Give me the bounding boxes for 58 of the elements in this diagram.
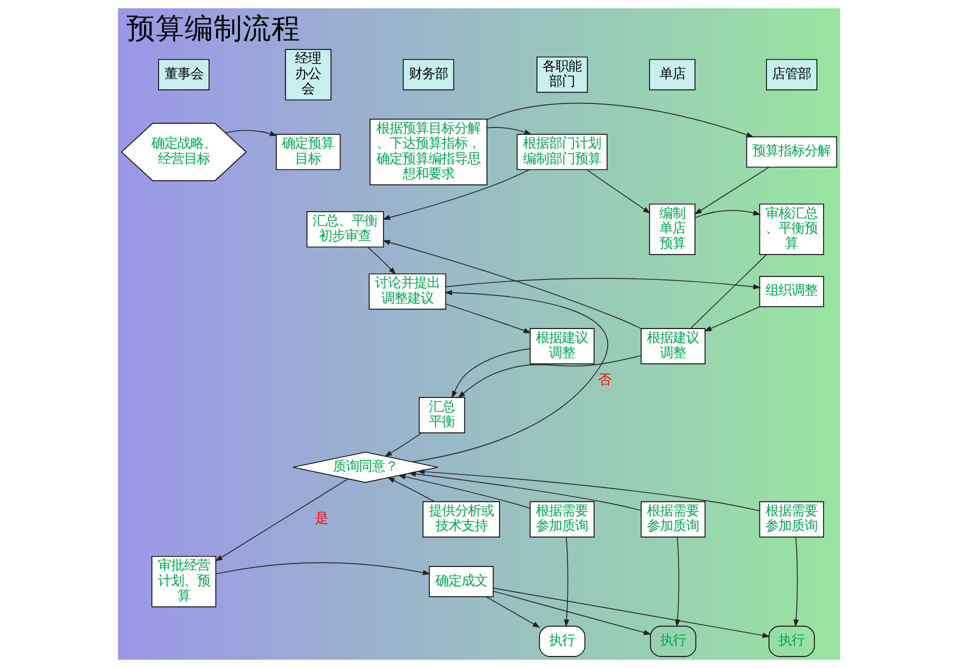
- node-box: 根据建议调整: [530, 328, 595, 364]
- node-box: 确定成文: [428, 566, 494, 598]
- arrow: [486, 596, 540, 628]
- arrow: [367, 246, 396, 275]
- node-box: 单店: [649, 59, 696, 90]
- edge-label: 否: [598, 372, 612, 388]
- node-box: 执行: [650, 626, 696, 657]
- arrow: [214, 478, 348, 562]
- edge-label: 是: [314, 512, 328, 527]
- arrow: [452, 348, 531, 398]
- arrow: [694, 210, 761, 218]
- arrow: [382, 169, 530, 220]
- arrow: [704, 306, 760, 332]
- arrow: [382, 240, 642, 330]
- arrow: [445, 278, 761, 290]
- diagram-title: 预算编制流程: [126, 10, 300, 45]
- arrow: [492, 588, 770, 638]
- node-box: 各职能部门: [536, 56, 588, 93]
- node-box: 审核汇总、平衡预算: [759, 204, 824, 255]
- arrow: [224, 130, 278, 136]
- arrow: [215, 562, 430, 576]
- node-box: 根据部门计划编制部门预算: [516, 134, 608, 170]
- node-box: 确定预算目标: [276, 134, 341, 170]
- node-box: 根据预算目标分解、下达预算指标，确定预算编指导思想和要求: [370, 118, 488, 186]
- arrow: [694, 166, 770, 215]
- arrow: [793, 536, 799, 628]
- arrow: [384, 432, 422, 457]
- node-box: 根据需要参加质询: [759, 501, 824, 538]
- node-box: 组织调整: [759, 276, 824, 308]
- node-box: 店管部: [766, 59, 818, 90]
- node-box: 根据需要参加质询: [530, 501, 595, 538]
- arrow: [387, 477, 435, 502]
- node-box: 提供分析或技术支持: [422, 501, 500, 538]
- node-box: 执行: [539, 626, 586, 657]
- node-box: 财务部: [402, 59, 454, 90]
- node-box: 汇总、平衡初步审查: [306, 211, 384, 248]
- node-box: 汇总平衡: [418, 397, 466, 434]
- node-box: 董事会: [158, 59, 210, 90]
- connector: [690, 254, 767, 329]
- arrow: [458, 355, 642, 398]
- arrow: [493, 590, 652, 636]
- arrow: [412, 290, 608, 462]
- node-box: 预算指标分解: [746, 136, 838, 168]
- node-box: 执行: [768, 626, 815, 657]
- arrow: [486, 126, 532, 135]
- node-box: 根据需要参加质询: [640, 501, 706, 538]
- node-box: 审批经营计划、预算: [151, 556, 216, 608]
- node-box: 讨论并提出调整建议: [368, 273, 446, 310]
- node-box: 根据建议调整: [640, 328, 706, 364]
- arrow: [445, 303, 532, 334]
- arrow: [417, 469, 760, 512]
- node-box: 编制单店预算: [649, 204, 696, 255]
- node-box: 经理办公会: [285, 49, 332, 100]
- arrow: [564, 536, 570, 628]
- arrow: [398, 474, 531, 509]
- arrow: [486, 102, 754, 138]
- arrow: [408, 471, 642, 511]
- arrow: [586, 169, 651, 214]
